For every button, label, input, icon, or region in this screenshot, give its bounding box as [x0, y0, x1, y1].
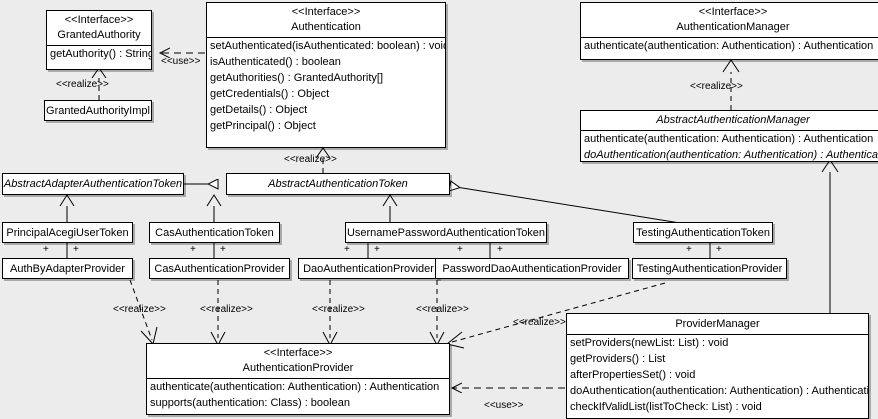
- class-name: GrantedAuthorityImpl: [46, 104, 150, 117]
- class-name: Authentication: [291, 21, 361, 33]
- class-name: CasAuthenticationToken: [155, 226, 274, 239]
- operations-compartment: authenticate(authentication: Authenticat…: [581, 130, 878, 161]
- class-name: AbstractAdapterAuthenticationToken: [3, 178, 183, 190]
- association-plus-username-dao-left: +: [344, 244, 350, 255]
- class-granted-authority[interactable]: <<Interface>> GrantedAuthority getAuthor…: [46, 10, 152, 70]
- class-name: PasswordDaoAuthenticationProvider: [442, 262, 622, 275]
- operation: getProviders() : List: [570, 353, 666, 365]
- class-name: AuthenticationProvider: [242, 362, 354, 374]
- operation: isAuthenticated() : boolean: [210, 56, 341, 68]
- operation: authenticate(authentication: Authenticat…: [584, 40, 874, 52]
- class-authentication[interactable]: <<Interface>> Authentication setAuthenti…: [206, 2, 446, 148]
- class-name: GrantedAuthority: [57, 29, 141, 41]
- operations-compartment: getAuthority() : String: [47, 45, 151, 62]
- association-plus-principal-acegi-right: +: [73, 244, 79, 255]
- association-plus-cas-left: +: [190, 244, 196, 255]
- class-name: TestingAuthenticationToken: [636, 226, 770, 239]
- class-name: ProviderManager: [675, 318, 760, 330]
- edge-label-use-provider-manager: <<use>>: [484, 400, 524, 411]
- operation: supports(authentication: Class) : boolea…: [150, 397, 350, 409]
- association-plus-username-passworddao-left: +: [457, 244, 463, 255]
- operations-compartment: authenticate(authentication: Authenticat…: [581, 37, 878, 54]
- class-username-password-authentication-token[interactable]: UsernamePasswordAuthenticationToken: [345, 222, 547, 243]
- operation: getDetails() : Object: [210, 104, 308, 116]
- class-cas-authentication-provider[interactable]: CasAuthenticationProvider: [149, 258, 290, 279]
- class-name: UsernamePasswordAuthenticationToken: [346, 226, 546, 239]
- edge-label-use-granted-authority: <<use>>: [161, 56, 201, 67]
- class-name: AuthByAdapterProvider: [10, 262, 125, 275]
- class-name: AuthenticationManager: [676, 21, 790, 33]
- class-granted-authority-impl[interactable]: GrantedAuthorityImpl: [44, 100, 152, 121]
- class-provider-manager[interactable]: ProviderManager setProviders(newList: Li…: [566, 313, 869, 419]
- class-auth-by-adapter-provider[interactable]: AuthByAdapterProvider: [2, 258, 133, 279]
- operation: doAuthentication(authentication: Authent…: [584, 149, 878, 161]
- edge-label-realize-abstract-authentication-token: <<realize>>: [284, 154, 337, 165]
- association-plus-principal-acegi-left: +: [43, 244, 49, 255]
- operation: getCredentials() : Object: [210, 88, 330, 100]
- edge-label-realize-granted-authority-impl: <<realize>>: [56, 79, 109, 90]
- operation: doAuthentication(authentication: Authent…: [570, 385, 869, 397]
- class-abstract-adapter-authentication-token[interactable]: AbstractAdapterAuthenticationToken: [2, 173, 184, 195]
- edge-label-realize-cas-provider: <<realize>>: [200, 304, 253, 315]
- association-plus-username-dao-right: +: [374, 244, 380, 255]
- operation: getPrincipal() : Object: [210, 120, 316, 132]
- class-principal-acegi-user-token[interactable]: PrincipalAcegiUserToken: [2, 222, 133, 243]
- operation: authenticate(authentication: Authenticat…: [150, 381, 440, 393]
- class-name: DaoAuthenticationProvider: [303, 262, 434, 275]
- class-authentication-manager[interactable]: <<Interface>> AuthenticationManager auth…: [580, 2, 878, 60]
- operation: authenticate(authentication: Authenticat…: [584, 133, 874, 145]
- association-plus-testing-left: +: [686, 244, 692, 255]
- class-name: CasAuthenticationProvider: [154, 262, 285, 275]
- operations-compartment: authenticate(authentication: Authenticat…: [147, 378, 449, 411]
- operation: afterPropertiesSet() : void: [570, 369, 696, 381]
- class-name: PrincipalAcegiUserToken: [6, 226, 129, 239]
- operations-compartment: setAuthenticated(isAuthenticated: boolea…: [207, 37, 445, 134]
- class-stereotype: <<Interface>>: [291, 6, 361, 18]
- operations-compartment: setProviders(newList: List) : void getPr…: [567, 334, 868, 415]
- edge-label-realize-auth-by-adapter-provider: <<realize>>: [113, 304, 166, 315]
- class-name: AbstractAuthenticationToken: [268, 178, 408, 190]
- edge-label-realize-password-dao-provider: <<realize>>: [416, 304, 469, 315]
- class-dao-authentication-provider[interactable]: DaoAuthenticationProvider: [298, 258, 439, 279]
- class-name: TestingAuthenticationProvider: [636, 262, 783, 275]
- class-name: AbstractAuthenticationManager: [656, 114, 810, 126]
- class-testing-authentication-token[interactable]: TestingAuthenticationToken: [633, 222, 773, 243]
- operation: checkIfValidList(listToCheck: List) : vo…: [570, 401, 762, 413]
- edge-label-realize-testing-provider: <<realize>>: [513, 317, 566, 328]
- edge-label-realize-abstract-authentication-manager: <<realize>>: [690, 81, 743, 92]
- operation: setProviders(newList: List) : void: [570, 337, 729, 349]
- class-testing-authentication-provider[interactable]: TestingAuthenticationProvider: [632, 258, 787, 279]
- class-password-dao-authentication-provider[interactable]: PasswordDaoAuthenticationProvider: [435, 258, 629, 279]
- association-plus-testing-right: +: [716, 244, 722, 255]
- association-plus-username-passworddao-right: +: [497, 244, 503, 255]
- class-stereotype: <<Interface>>: [263, 347, 333, 359]
- class-abstract-authentication-manager[interactable]: AbstractAuthenticationManager authentica…: [580, 110, 878, 162]
- edge-label-realize-dao-provider: <<realize>>: [312, 304, 365, 315]
- association-plus-cas-right: +: [220, 244, 226, 255]
- operation: setAuthenticated(isAuthenticated: boolea…: [210, 40, 446, 52]
- operation: getAuthority() : String: [50, 48, 152, 60]
- class-abstract-authentication-token[interactable]: AbstractAuthenticationToken: [226, 173, 450, 195]
- class-cas-authentication-token[interactable]: CasAuthenticationToken: [149, 222, 280, 243]
- class-authentication-provider[interactable]: <<Interface>> AuthenticationProvider aut…: [146, 343, 450, 415]
- class-stereotype: <<Interface>>: [64, 14, 134, 26]
- class-stereotype: <<Interface>>: [698, 6, 768, 18]
- operation: getAuthorities() : GrantedAuthority[]: [210, 72, 384, 84]
